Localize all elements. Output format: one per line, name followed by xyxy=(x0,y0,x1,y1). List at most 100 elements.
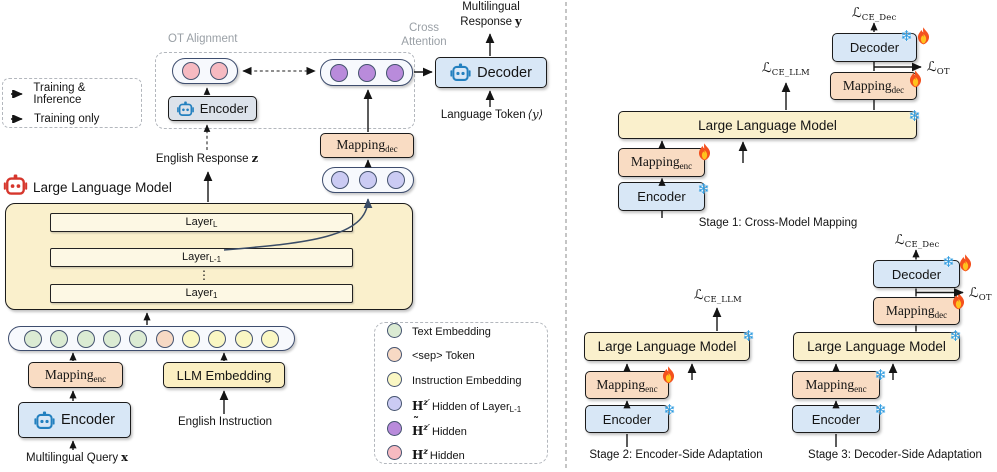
mapping-base: Mapping xyxy=(805,376,855,392)
loss-symbol: ℒ xyxy=(694,287,704,303)
decoder-box: Decoder xyxy=(435,57,547,88)
robot-icon xyxy=(34,411,55,430)
fire-icon xyxy=(958,254,973,272)
token-circle xyxy=(387,371,402,387)
mapping-base: Mapping xyxy=(885,302,935,318)
layer-ellipsis: ⋮ xyxy=(198,268,210,282)
layer-1-box: Layer1 xyxy=(50,284,353,303)
token-circle xyxy=(23,329,42,348)
hz-hidden-swatch xyxy=(387,445,402,463)
ot-encoder-box: Encoder xyxy=(168,96,257,121)
loss-symbol: ℒ xyxy=(969,285,979,301)
legend-item-instruction-embedding: Instruction Embedding xyxy=(387,371,535,390)
mapping-dec-label: Mappingdec xyxy=(336,137,397,154)
token-circle xyxy=(182,62,200,80)
legend-item-sep-token: <sep> Token xyxy=(387,347,535,365)
mapping-base: Mapping xyxy=(336,137,386,152)
loss-symbol: ℒ xyxy=(927,59,937,75)
legend-rest: Hidden xyxy=(432,425,467,438)
layer-L-box: LayerL xyxy=(50,213,353,232)
loss-sub: OT xyxy=(978,293,992,303)
legend-rest: Hidden xyxy=(429,450,465,463)
text-embedding-swatch xyxy=(387,322,402,341)
robot-icon xyxy=(450,63,471,82)
h-tilde-symbol: ˜Hz′ xyxy=(412,415,430,438)
legend-label: ˜Hz′Hidden xyxy=(412,415,467,438)
cross-attention-line2: Attention xyxy=(401,35,447,48)
multilingual-query-x-var: x xyxy=(121,450,128,464)
language-token-label: Language Token⟨y⟩ xyxy=(441,107,543,123)
fire-icon xyxy=(908,70,923,88)
ot-encoder-label: Encoder xyxy=(199,101,249,116)
s3-mapping-dec-box: Mappingdec xyxy=(873,297,960,325)
layer-L1-sub: L-1 xyxy=(209,255,222,264)
hz-hidden-row xyxy=(172,58,238,84)
dashed-arrow-icon xyxy=(11,114,23,123)
mapping-dec-sub: dec xyxy=(385,144,398,154)
frozen-icon: ❄ xyxy=(874,401,887,419)
s3-decoder-label: Decoder xyxy=(891,266,942,282)
instruction-embedding-swatch xyxy=(387,371,402,390)
input-embedding-row xyxy=(8,326,295,351)
tilde-mark: ˜ xyxy=(413,414,419,429)
token-circle xyxy=(385,63,404,82)
legend-item-layer-hidden: Hz′Hidden of LayerL-1 xyxy=(387,396,535,414)
mapping-base: Mapping xyxy=(596,376,646,392)
llm-embedding-label: LLM Embedding xyxy=(176,367,272,383)
mapping-base: Mapping xyxy=(842,77,892,93)
s2-caption: Stage 2: Encoder-Side Adaptation xyxy=(589,449,763,461)
layer-L1-box: LayerL-1 xyxy=(50,248,353,267)
frozen-icon: ❄ xyxy=(874,366,887,384)
layer-1-sub: 1 xyxy=(213,291,218,300)
s3-mapping-enc-label: Mappingenc xyxy=(805,377,866,394)
frozen-icon: ❄ xyxy=(949,327,962,345)
solid-arrow-icon xyxy=(11,89,23,98)
cross-attention-line1: Cross xyxy=(408,22,440,34)
english-response-z-var: z xyxy=(251,151,259,165)
s1-loss-ce-dec: ℒCE_Dec xyxy=(852,5,897,23)
mapping-enc-label: Mappingenc xyxy=(45,367,106,384)
mapping-dec-sub: dec xyxy=(934,309,948,320)
token-circle xyxy=(76,329,95,348)
legend-label: Instruction Embedding xyxy=(412,374,522,387)
encoder-box: Encoder xyxy=(18,402,131,438)
english-response-text: English Response xyxy=(155,153,249,165)
s1-llm-box: Large Language Model ❄ xyxy=(618,109,921,139)
response-y-var: y xyxy=(515,13,522,28)
response-line2: Response xyxy=(460,15,513,28)
s2-llm-box: Large Language Model ❄ xyxy=(584,329,755,361)
s1-caption: Stage 1: Cross-Model Mapping xyxy=(698,217,858,229)
s2-mapping-enc-box: Mappingenc xyxy=(585,371,669,399)
loss-sub: CE_Dec xyxy=(904,240,940,250)
mapping-enc-sub: enc xyxy=(854,383,867,394)
flow-legend-dashed-label: Training only xyxy=(34,112,100,125)
token-circle xyxy=(50,329,69,348)
layer-L-sub: L xyxy=(213,220,218,229)
legend-item-aligned-hidden: ˜Hz′Hidden xyxy=(387,415,535,439)
mapping-enc-sub: enc xyxy=(645,383,658,394)
llm-title: Large Language Model xyxy=(33,180,172,195)
h-base: H xyxy=(412,423,424,438)
token-circle xyxy=(182,329,201,348)
legend-sub: L-1 xyxy=(509,404,522,414)
llm-embedding-box: LLM Embedding xyxy=(163,362,285,388)
s3-mapping-dec-label: Mappingdec xyxy=(886,303,947,320)
flow-legend-solid-row: Training & Inference xyxy=(11,82,133,106)
s2-encoder-box: Encoder ❄ xyxy=(585,403,676,433)
token-circle xyxy=(329,63,348,82)
h-sup: z xyxy=(423,446,428,457)
mapping-dec-box: Mappingdec xyxy=(320,133,414,158)
mapping-enc-sub: enc xyxy=(679,161,693,171)
s1-decoder-label: Decoder xyxy=(849,40,900,55)
s3-llm-box: Large Language Model ❄ xyxy=(793,327,962,361)
legend-item-text-embedding: Text Embedding xyxy=(387,322,535,341)
fire-icon xyxy=(916,27,931,45)
fire-icon xyxy=(951,292,966,310)
frozen-icon: ❄ xyxy=(742,327,755,345)
response-line1: Multilingual xyxy=(462,1,520,13)
token-circle xyxy=(387,171,405,189)
sep-token-swatch xyxy=(387,347,402,365)
flow-legend: Training & Inference Training only xyxy=(2,78,142,128)
